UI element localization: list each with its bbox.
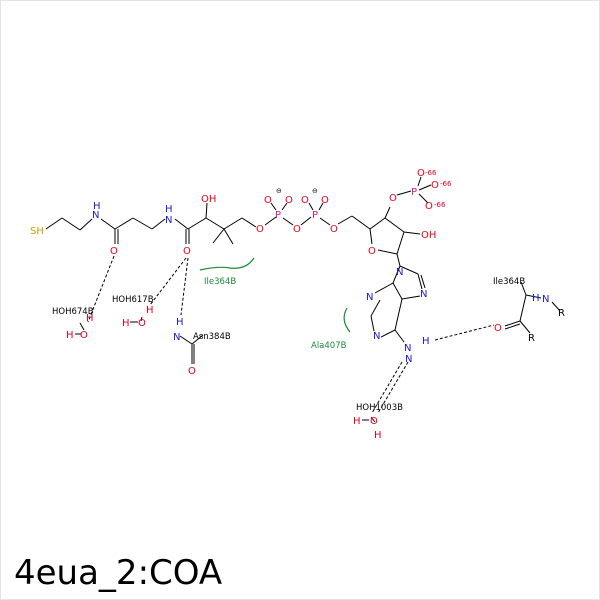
adenine-n3: N	[366, 292, 373, 303]
ile364-contact-arc	[199, 257, 255, 271]
amino-n: N	[404, 343, 411, 354]
hydroxyl-2: OH	[421, 230, 436, 241]
phosphate-3-ester-o: O	[389, 193, 397, 204]
water-1003-h2: H	[374, 430, 382, 441]
ester-o-1: O	[256, 224, 264, 235]
label-hoh617: HOH617B	[112, 295, 154, 305]
charge-phosphate-3-b: -66	[440, 180, 452, 188]
phosphate-2-o-a: O	[301, 195, 309, 206]
charge-phosphate-1: ⊖	[276, 187, 282, 195]
asn-o: O	[188, 366, 196, 377]
water-1003-o: O	[370, 416, 378, 427]
hydrogen-bonds	[87, 255, 495, 414]
amide-o-1: O	[110, 246, 118, 257]
label-hoh674: HOH674B	[52, 307, 94, 317]
adenine-n9: N	[396, 267, 403, 278]
phosphate-3-o-a: O	[417, 168, 425, 179]
phosphorus-3: P	[411, 187, 417, 198]
asn-n: N	[173, 332, 180, 343]
ala407-contact-arc	[343, 307, 351, 333]
phosphate-1-o-b: O	[285, 195, 293, 206]
asn-h: H	[176, 317, 184, 328]
amide-h-1: H	[93, 201, 101, 212]
label-ala407-contact: Ala407B	[311, 341, 347, 351]
water-674-h2: H	[86, 313, 94, 324]
label-ile364-contact: Ile364B	[204, 277, 236, 287]
ribose-ring-o: O	[368, 246, 376, 257]
phosphorus-2: P	[312, 210, 318, 221]
hydroxyl-1: OH	[201, 194, 216, 205]
ile-r-1: R	[558, 308, 565, 319]
adenine-n1: N	[373, 331, 380, 342]
water-674-o: O	[80, 330, 88, 341]
ile-n: N	[542, 294, 549, 305]
phosphorus-1: P	[275, 210, 281, 221]
amide-n-2: N	[165, 215, 172, 226]
amide-n-1: N	[92, 210, 99, 221]
charge-phosphate-3-c: -66	[434, 201, 446, 209]
label-asn384: Asn384B	[193, 332, 231, 342]
water-617-o: O	[138, 318, 146, 329]
water-617-h1: H	[122, 318, 130, 329]
phosphate-2-o-b: O	[321, 195, 329, 206]
residue-labels: HOH674B HOH617B Asn384B Ile364B HOH1003B…	[52, 277, 525, 413]
charge-phosphate-2: ⊖	[312, 187, 318, 195]
ile-o: O	[494, 323, 502, 334]
amino-h-a: H	[422, 336, 430, 347]
charge-phosphate-3-a: -66	[425, 169, 437, 177]
water-674-h1: H	[66, 330, 74, 341]
ile-r-2: R	[528, 333, 535, 344]
amino-h-b: N	[405, 354, 412, 365]
water-617-h2: H	[146, 305, 154, 316]
water-1003-h1: H	[353, 416, 361, 427]
label-hoh1003: HOH1003B	[356, 403, 403, 413]
bridge-o: O	[293, 224, 301, 235]
ester-o-2: O	[330, 224, 338, 235]
label-ile364-hbond: Ile364B	[493, 277, 525, 287]
phosphate-3-o-c: O	[425, 201, 433, 212]
phosphate-3-o-b: O	[431, 180, 439, 191]
atom-labels: SH N H O N H O OH O P O O O P O O O O OH…	[30, 168, 565, 441]
amide-h-2: H	[165, 204, 173, 215]
phosphate-1-o-a: O	[264, 195, 272, 206]
molecule-bonds	[45, 176, 561, 423]
charges: ⊖ ⊖ -66 -66 -66	[276, 169, 452, 209]
ligand-title: 4eua_2:COA	[14, 553, 222, 593]
amide-o-2: O	[183, 246, 191, 257]
adenine-n7: N	[420, 289, 427, 300]
thiol-label: SH	[30, 226, 44, 237]
ile-h: H	[532, 293, 540, 304]
hydrophobic-contacts	[199, 257, 351, 333]
